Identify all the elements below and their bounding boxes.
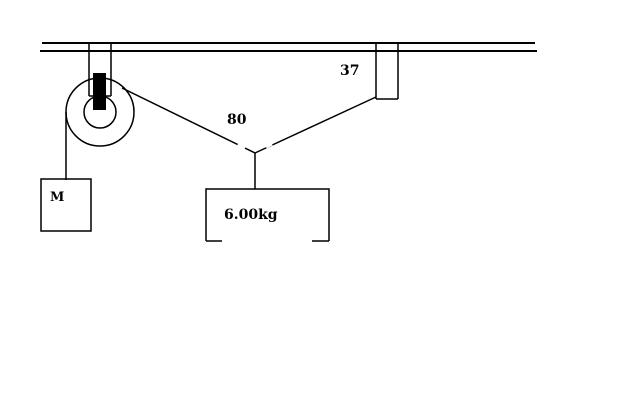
right-mount [375,43,399,100]
hanging-mass-label: 6.00kg [224,207,278,223]
left-rope [121,87,256,154]
counter-mass-label: M [50,190,64,205]
right-rope [254,96,377,154]
left-angle-label: 80 [227,112,247,128]
right-angle-label: 37 [340,63,359,79]
knot-marks [237,142,273,150]
ceiling-beam [40,42,537,52]
hanging-mass-box [205,188,330,242]
counter-mass-box [40,178,92,232]
pulley-axle [93,73,106,110]
